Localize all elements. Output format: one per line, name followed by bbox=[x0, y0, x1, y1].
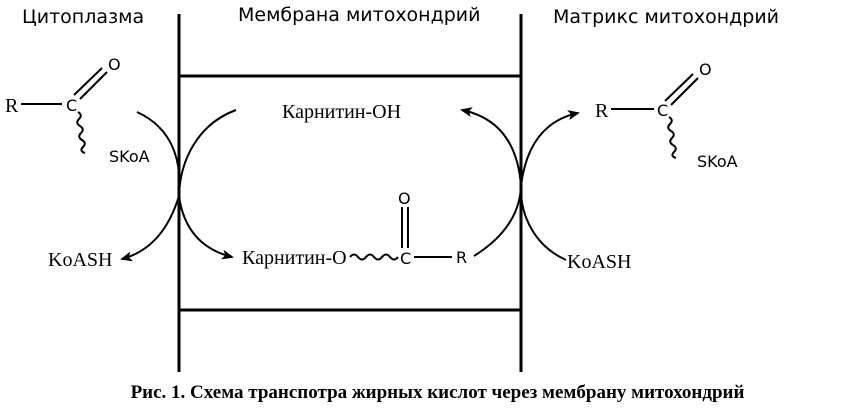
region-label-membrane: Мембрана митохондрий bbox=[238, 4, 481, 26]
acyl-carnitine-o: O bbox=[398, 189, 411, 208]
left-double-bond-a bbox=[73, 67, 103, 96]
acyl-carnitine-prefix: Карнитин-O bbox=[242, 247, 347, 269]
transport-diagram: Цитоплазма Мембрана митохондрий Матрикс … bbox=[5, 4, 779, 372]
left-acyl-coa: R C O SKoA bbox=[5, 55, 150, 166]
acyl-carnitine-wavy-bond bbox=[349, 253, 399, 261]
arc-acyl-carnitine-to-membrane bbox=[473, 185, 522, 257]
acyl-carnitine: Карнитин-O C O R bbox=[242, 189, 467, 269]
arc-carnitine-oh-to-membrane bbox=[178, 109, 237, 197]
left-wavy-bond bbox=[76, 111, 86, 154]
arrow-to-carnitine-oh bbox=[460, 107, 522, 187]
left-acyl-o: O bbox=[108, 55, 121, 74]
right-acyl-o: O bbox=[699, 60, 712, 79]
right-acyl-r: R bbox=[595, 100, 609, 122]
arrow-to-koash-left bbox=[120, 195, 180, 262]
region-label-matrix: Матрикс митохондрий bbox=[553, 6, 779, 28]
right-acyl-coa: R C O SKoA bbox=[595, 60, 738, 171]
left-acyl-skoa: SKoA bbox=[109, 147, 150, 166]
figure-caption: Рис. 1. Схема транспотра жирных кислот ч… bbox=[130, 382, 745, 403]
koash-left-label: KoASH bbox=[48, 249, 112, 271]
right-acyl-skoa: SKoA bbox=[697, 152, 738, 171]
arc-koash-to-membrane bbox=[519, 185, 567, 261]
right-wavy-bond bbox=[667, 116, 677, 159]
region-label-cytoplasm: Цитоплазма bbox=[22, 6, 144, 28]
left-acyl-c: C bbox=[66, 96, 77, 115]
arrow-to-acyl-carnitine bbox=[178, 195, 234, 260]
acyl-carnitine-r: R bbox=[456, 248, 467, 267]
left-double-bond-b bbox=[79, 71, 108, 100]
arrow-to-right-acyl-coa bbox=[520, 110, 580, 187]
right-double-bond-a bbox=[664, 73, 694, 102]
right-double-bond-b bbox=[670, 77, 699, 106]
carnitine-oh-label: Карнитин-OH bbox=[282, 101, 401, 123]
right-acyl-c: C bbox=[657, 101, 668, 120]
koash-right-label: KoASH bbox=[567, 251, 631, 273]
acyl-carnitine-c: C bbox=[400, 249, 411, 268]
left-acyl-r: R bbox=[5, 95, 19, 117]
